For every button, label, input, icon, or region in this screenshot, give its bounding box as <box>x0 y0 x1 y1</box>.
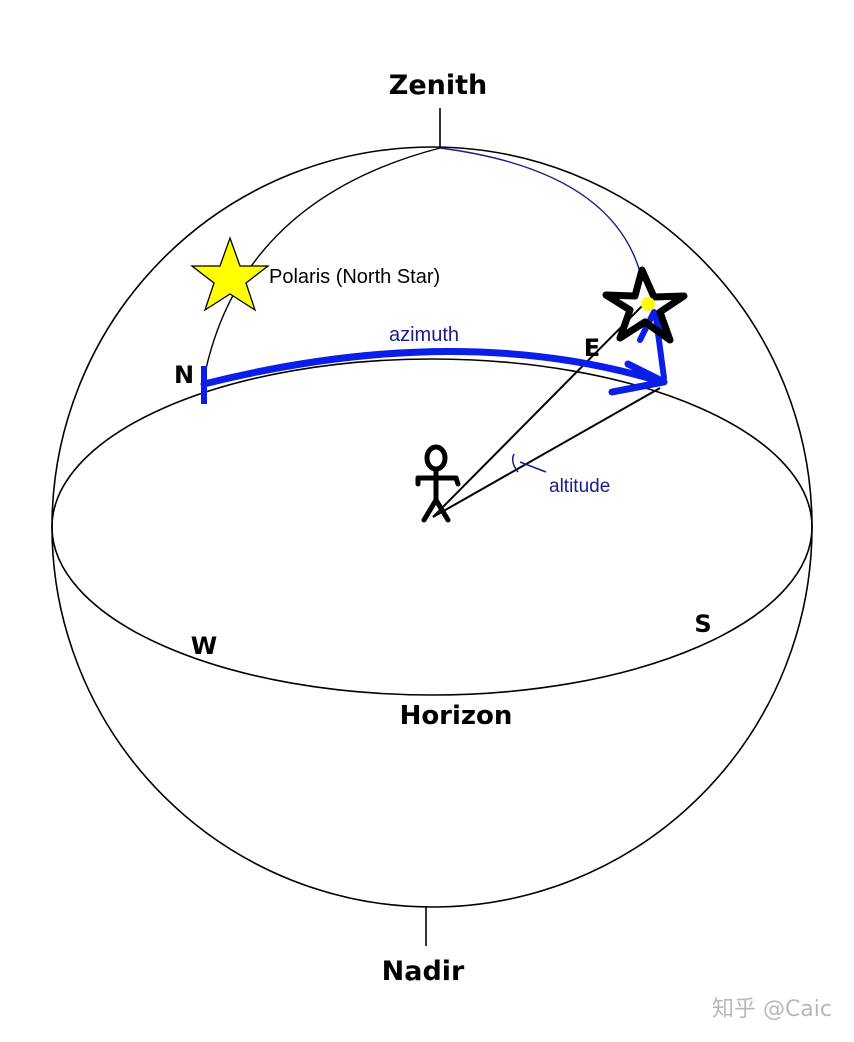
altitude-arc <box>511 453 519 473</box>
altitude-pointer <box>519 461 547 473</box>
azimuth-arrow <box>200 348 666 388</box>
east-label: E <box>584 334 600 362</box>
meridian-arc <box>203 147 441 379</box>
watermark: 知乎 @Caic <box>712 997 832 1022</box>
north-label: N <box>174 361 194 389</box>
line-to-horizon-point <box>432 387 661 518</box>
zenith-star-arc <box>439 147 641 273</box>
zenith-label: Zenith <box>389 70 488 101</box>
west-label: W <box>191 632 217 660</box>
azimuth-arrowhead-icon <box>608 360 668 396</box>
star-icon <box>602 266 688 344</box>
horizon-circle <box>51 358 813 696</box>
altitude-label: altitude <box>549 476 610 497</box>
nadir-label: Nadir <box>382 956 465 987</box>
line-to-star <box>432 299 649 518</box>
polaris-label: Polaris (North Star) <box>269 266 440 288</box>
star-icon <box>190 236 270 312</box>
celestial-sphere <box>51 146 813 908</box>
azimuth-label: azimuth <box>389 324 459 346</box>
horizon-label: Horizon <box>400 701 513 731</box>
stick-figure-icon <box>415 444 461 523</box>
south-label: S <box>694 610 711 638</box>
